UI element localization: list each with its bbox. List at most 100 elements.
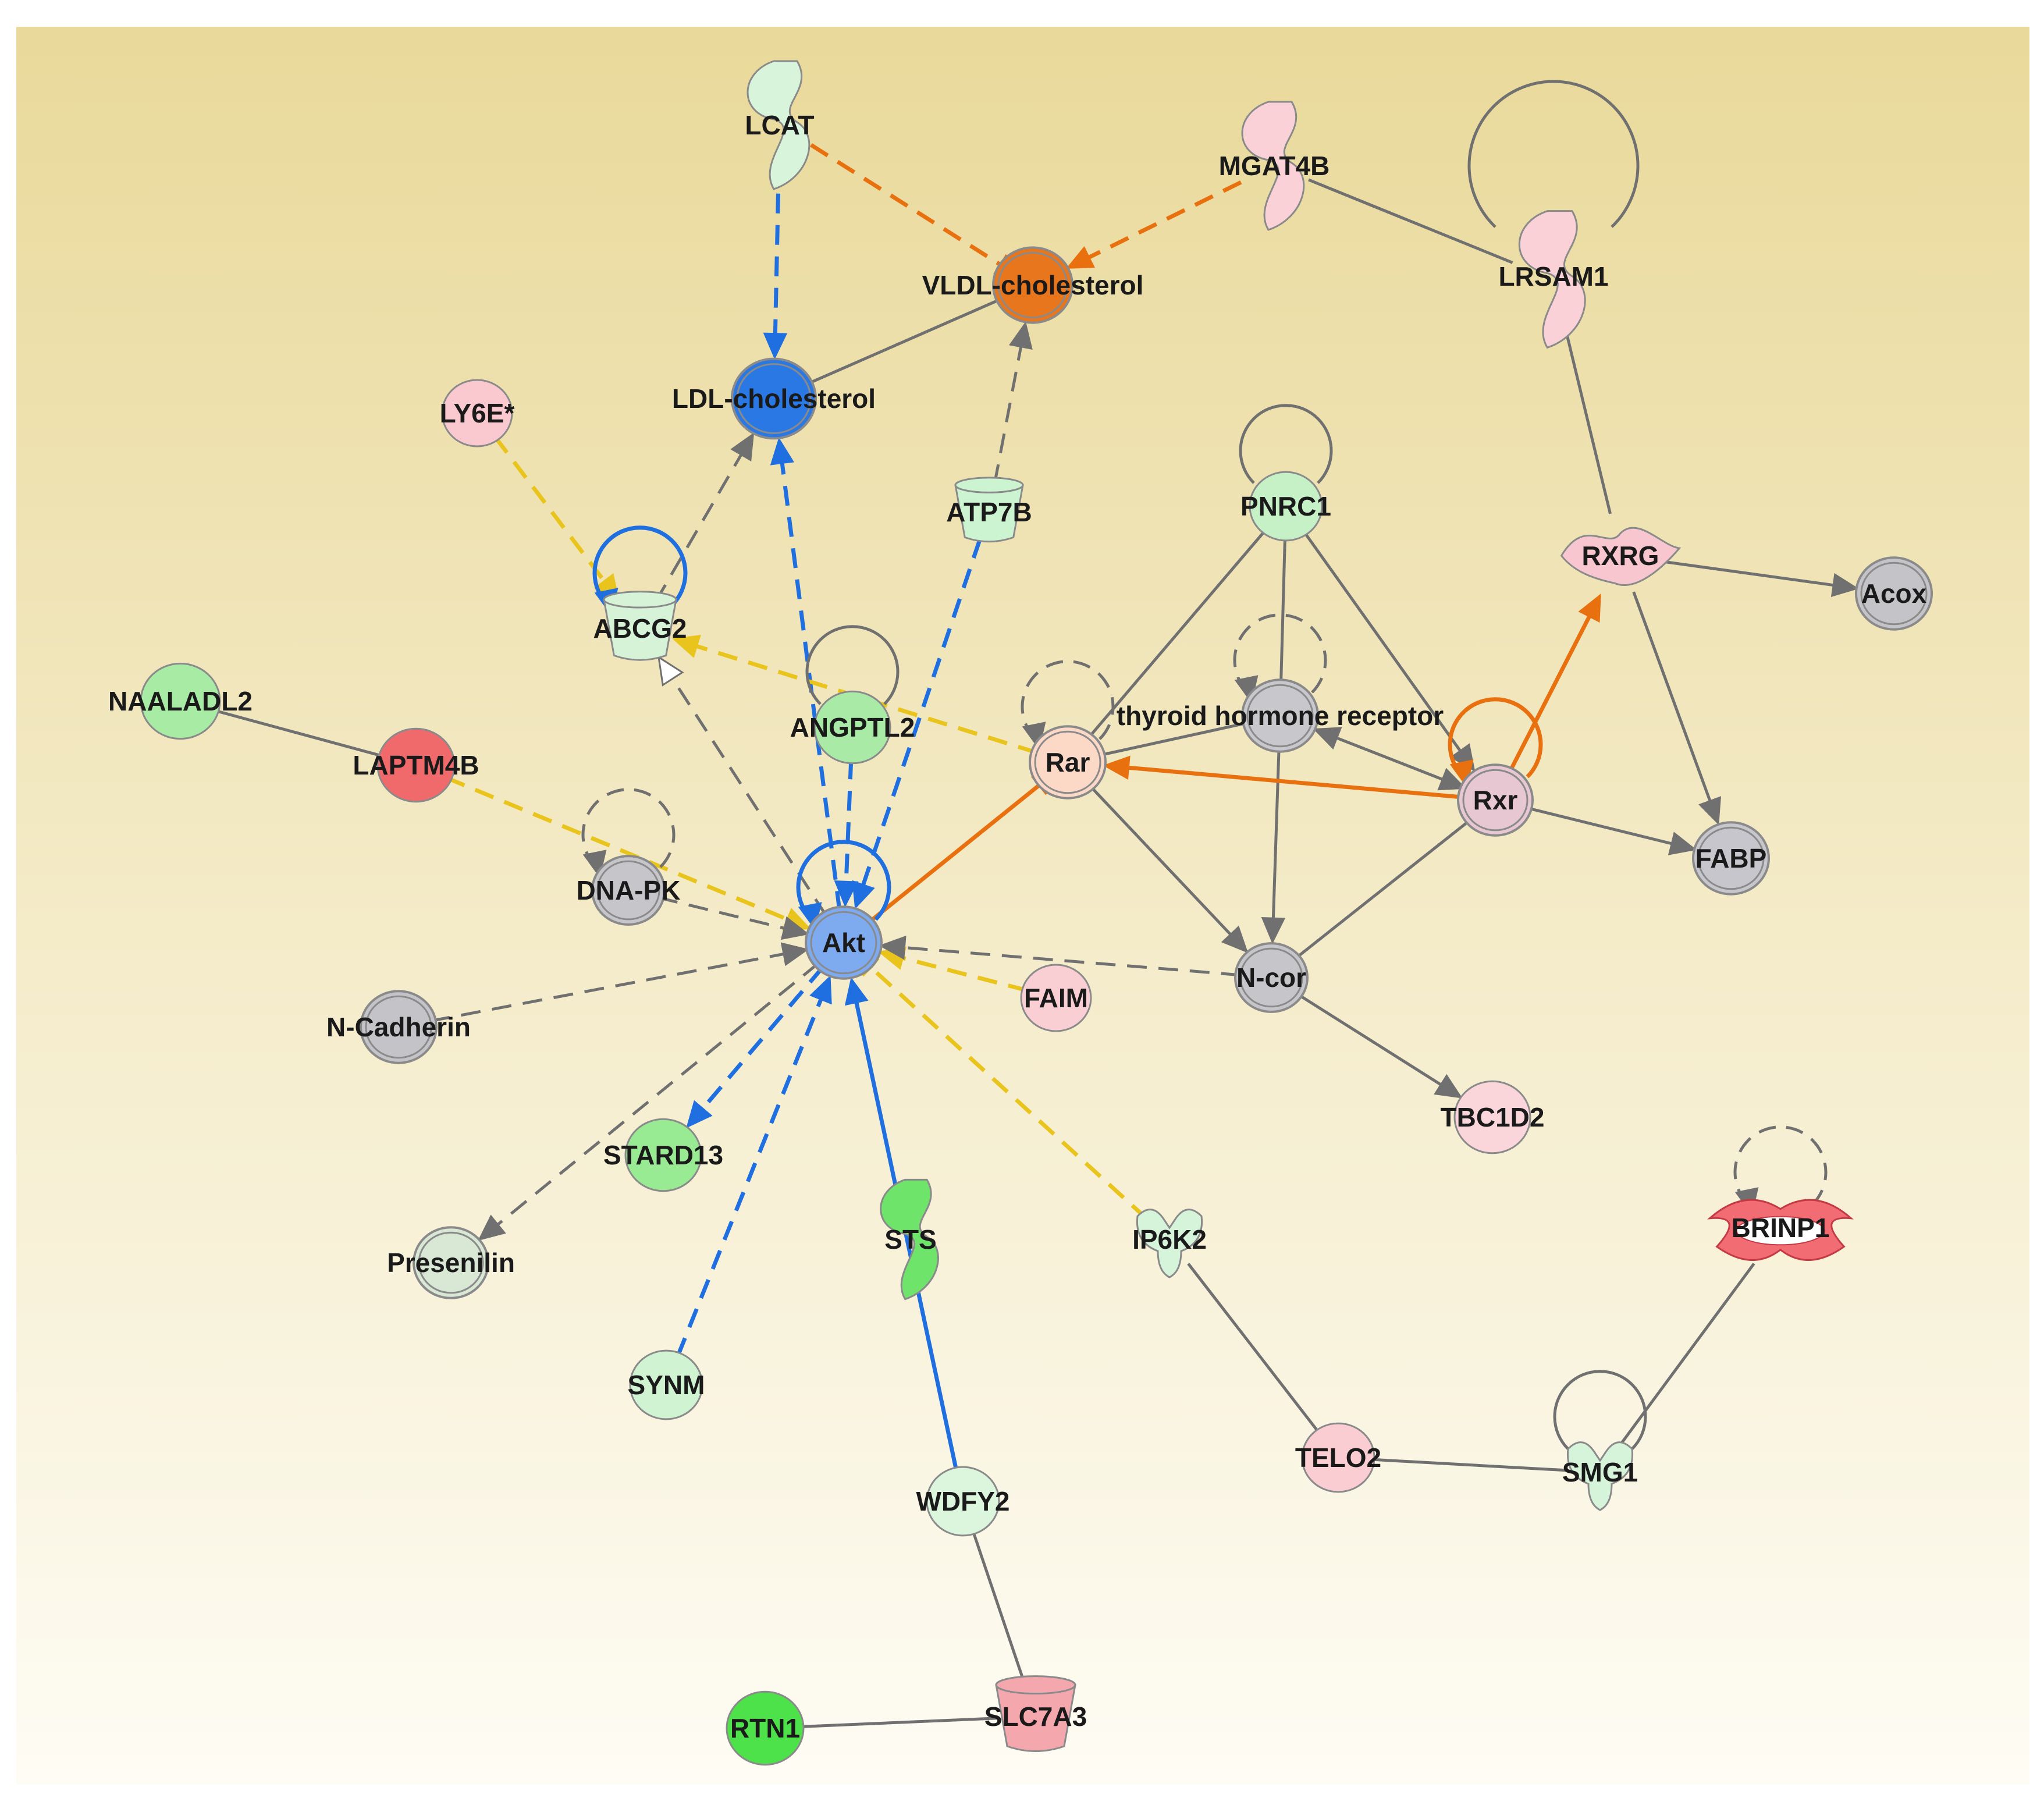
node-SLC7A3[interactable]: SLC7A3 <box>984 1675 1087 1752</box>
edge-line <box>1090 528 1267 736</box>
kinase-shape <box>1136 1209 1203 1278</box>
edge-line <box>1619 1263 1755 1446</box>
node-TBC1D2[interactable]: TBC1D2 <box>1441 1080 1545 1154</box>
node-Rar[interactable]: Rar <box>1029 725 1107 800</box>
node-label: RTN1 <box>730 1713 800 1743</box>
node-Ncor[interactable]: N-cor <box>1234 942 1309 1013</box>
edge-line <box>1296 993 1448 1090</box>
node-TELO2[interactable]: TELO2 <box>1295 1422 1381 1493</box>
node-VLDL[interactable]: VLDL-cholesterol <box>922 246 1144 324</box>
complex-inner <box>810 911 877 975</box>
complex-inner <box>596 860 660 921</box>
node-label: SYNM <box>628 1370 705 1400</box>
node-label: thyroid hormone receptor <box>1117 701 1444 731</box>
node-THR[interactable]: thyroid hormone receptor <box>1117 678 1444 753</box>
node-label: STS <box>884 1224 936 1255</box>
node-LDL[interactable]: LDL-cholesterol <box>672 357 876 440</box>
complex-inner <box>1034 730 1101 794</box>
node-MGAT4B[interactable]: MGAT4B <box>1219 101 1330 231</box>
arrow-head <box>1437 768 1467 791</box>
enzyme-shape <box>1241 101 1305 231</box>
node-NAALADL2[interactable]: NAALADL2 <box>108 662 253 740</box>
node-label: MGAT4B <box>1219 151 1330 181</box>
node-label: Acox <box>1861 578 1927 609</box>
arrow-head <box>780 916 810 940</box>
oval-shape <box>726 1690 805 1766</box>
node-LRSAM1[interactable]: LRSAM1 <box>1498 210 1609 349</box>
edge-line <box>1632 591 1714 809</box>
edge-line <box>897 945 1241 977</box>
complex-outer <box>805 905 883 980</box>
node-WDFY2[interactable]: WDFY2 <box>916 1466 1010 1537</box>
open-arrow-head <box>657 655 684 687</box>
node-STS[interactable]: STS <box>880 1178 939 1301</box>
edge-line <box>844 759 854 890</box>
edge-ATP7B-Akt <box>852 538 982 909</box>
complex-outer <box>360 990 438 1064</box>
loop-path <box>1448 697 1543 779</box>
edge-IP6K2-TELO2 <box>1187 1263 1318 1431</box>
node-label: FAIM <box>1024 983 1088 1013</box>
node-FAIM[interactable]: FAIM <box>1020 964 1092 1032</box>
kinase-shape <box>1566 1441 1634 1511</box>
edge-TELO2-SMG1 <box>1368 1458 1566 1472</box>
transporter-rim <box>995 1675 1076 1695</box>
edge-line <box>993 339 1024 485</box>
node-label: Akt <box>822 928 865 958</box>
edge-DNAPK-Akt <box>657 896 810 940</box>
node-NCadherin[interactable]: N-Cadherin <box>326 990 471 1064</box>
node-label: Presenilin <box>387 1248 515 1278</box>
node-LCAT[interactable]: LCAT <box>745 60 815 190</box>
arrow-head <box>1668 832 1697 855</box>
node-BRINP1[interactable]: BRINP1 <box>1707 1199 1854 1261</box>
node-label: ATP7B <box>946 497 1032 527</box>
node-Acox[interactable]: Acox <box>1855 556 1933 631</box>
node-Presenilin[interactable]: Presenilin <box>387 1226 515 1299</box>
loop-path <box>1239 404 1333 484</box>
node-label: Rar <box>1046 747 1090 777</box>
node-Rxr[interactable]: Rxr <box>1457 763 1534 837</box>
edge-line <box>867 783 1041 925</box>
node-PNRC1[interactable]: PNRC1 <box>1240 471 1331 542</box>
node-Akt[interactable]: Akt <box>805 905 883 980</box>
node-ABCG2[interactable]: ABCG2 <box>593 591 687 661</box>
oval-shape <box>376 727 456 803</box>
node-label: ANGPTL2 <box>790 712 915 742</box>
oval-shape <box>1249 471 1323 542</box>
edge-RXRG-FABP <box>1632 591 1722 826</box>
edge-line <box>1658 559 1842 588</box>
node-LAPTM4B[interactable]: LAPTM4B <box>353 727 479 803</box>
edge-Rxr-Ncor <box>1297 818 1471 958</box>
edge-line <box>212 708 382 757</box>
node-ATP7B[interactable]: ATP7B <box>946 477 1032 543</box>
node-SYNM[interactable]: SYNM <box>628 1349 705 1420</box>
edge-Rar-Ncor <box>1089 784 1249 954</box>
node-label: WDFY2 <box>916 1486 1010 1516</box>
edge-line <box>1089 784 1237 941</box>
edge-line <box>971 1530 1025 1682</box>
node-LY6E[interactable]: LY6E* <box>440 379 515 447</box>
oval-shape <box>629 1349 703 1420</box>
edge-RTN1-SLC7A3 <box>797 1717 998 1729</box>
node-RXRG[interactable]: RXRG <box>1560 527 1682 586</box>
complex-inner <box>418 1231 484 1294</box>
complex-outer <box>1855 556 1933 631</box>
node-RTN1[interactable]: RTN1 <box>726 1690 805 1766</box>
node-ANGPTL2[interactable]: ANGPTL2 <box>790 690 915 765</box>
arrow-head <box>730 432 755 462</box>
edge-line <box>810 143 1003 267</box>
node-FABP[interactable]: FABP <box>1692 821 1770 896</box>
self-loop-ANGPTL2 <box>805 625 900 705</box>
node-DNAPK[interactable]: DNA-PK <box>577 855 681 926</box>
node-SMG1[interactable]: SMG1 <box>1562 1441 1638 1511</box>
node-IP6K2[interactable]: IP6K2 <box>1132 1209 1207 1278</box>
oval-shape <box>624 1118 702 1192</box>
node-label: SMG1 <box>1562 1457 1638 1487</box>
node-STARD13[interactable]: STARD13 <box>603 1118 723 1192</box>
oval-shape <box>1453 1080 1531 1154</box>
node-label: IP6K2 <box>1132 1224 1207 1255</box>
complex-outer <box>992 246 1073 324</box>
edge-Ncor-TBC1D2 <box>1296 993 1463 1099</box>
